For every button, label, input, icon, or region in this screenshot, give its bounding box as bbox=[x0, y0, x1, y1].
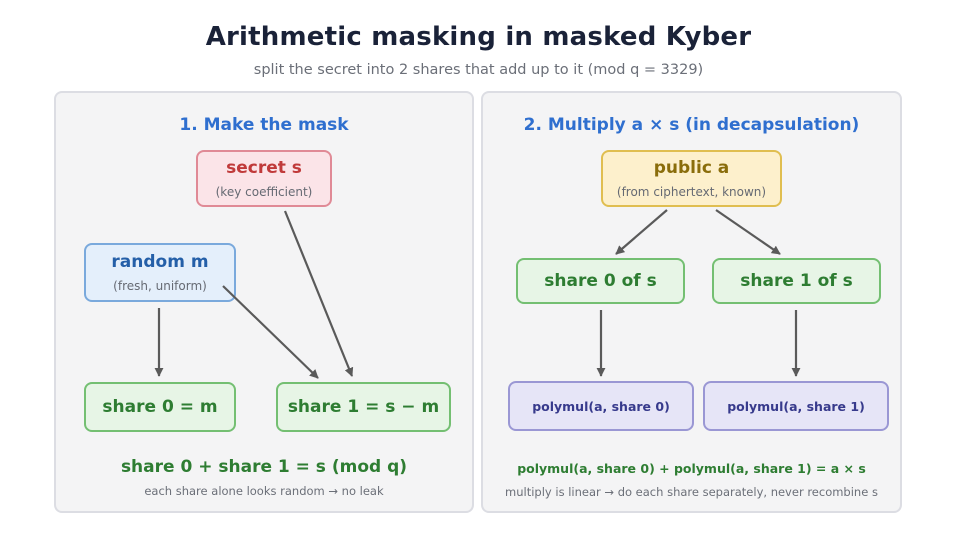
node-share0-m: share 0 = m bbox=[84, 382, 236, 432]
node-public-a-label: public a bbox=[653, 158, 730, 179]
node-polymul-share0-label: polymul(a, share 0) bbox=[532, 398, 670, 414]
panel-title-make-mask: 1. Make the mask bbox=[179, 115, 349, 135]
node-share1-of-s-label: share 1 of s bbox=[740, 270, 853, 291]
node-share0-of-s-label: share 0 of s bbox=[544, 270, 657, 291]
node-random-m: random m (fresh, uniform) bbox=[84, 243, 236, 302]
node-random-m-label: random m bbox=[111, 252, 209, 273]
node-share0-m-label: share 0 = m bbox=[102, 396, 218, 417]
node-polymul-share0: polymul(a, share 0) bbox=[508, 381, 694, 431]
left-summary-note: each share alone looks random → no leak bbox=[144, 484, 384, 498]
page-title: Arithmetic masking in masked Kyber bbox=[205, 22, 752, 52]
node-polymul-share1-label: polymul(a, share 1) bbox=[727, 398, 865, 414]
node-random-m-note: (fresh, uniform) bbox=[113, 278, 207, 293]
node-secret-s-label: secret s bbox=[226, 158, 302, 179]
node-public-a: public a (from ciphertext, known) bbox=[601, 150, 782, 207]
right-summary-note: multiply is linear → do each share separ… bbox=[505, 485, 878, 499]
page-subtitle: split the secret into 2 shares that add … bbox=[253, 62, 704, 78]
node-secret-s-note: (key coefficient) bbox=[215, 184, 313, 199]
node-polymul-share1: polymul(a, share 1) bbox=[703, 381, 889, 431]
right-summary: polymul(a, share 0) + polymul(a, share 1… bbox=[517, 461, 866, 476]
node-secret-s: secret s (key coefficient) bbox=[196, 150, 332, 207]
node-share1-of-s: share 1 of s bbox=[712, 258, 881, 304]
node-public-a-note: (from ciphertext, known) bbox=[616, 184, 767, 199]
node-share1-label: share 1 = s − m bbox=[287, 396, 440, 417]
panel-title-multiply: 2. Multiply a × s (in decapsulation) bbox=[523, 115, 860, 135]
node-share1-s-minus-m: share 1 = s − m bbox=[276, 382, 451, 432]
left-summary: share 0 + share 1 = s (mod q) bbox=[120, 457, 408, 477]
node-share0-of-s: share 0 of s bbox=[516, 258, 685, 304]
